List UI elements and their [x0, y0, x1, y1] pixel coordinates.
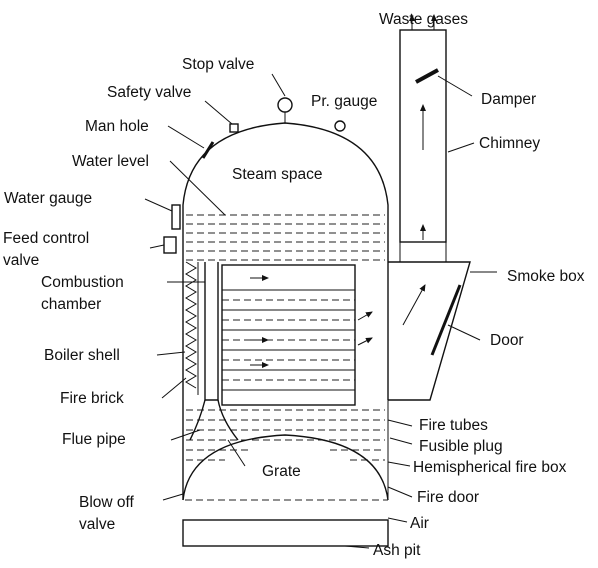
label-smoke-box: Smoke box [507, 268, 585, 285]
man-hole [201, 141, 215, 159]
label-hemispherical-fire-box: Hemispherical fire box [413, 459, 567, 476]
stop-valve [277, 97, 293, 113]
label-damper: Damper [481, 91, 536, 108]
label-blow-off-valve: valve [79, 516, 115, 533]
label-fusible-plug: Fusible plug [419, 438, 503, 455]
boiler-dome [182, 122, 389, 262]
label-man-hole: Man hole [85, 118, 149, 135]
pressure-gauge [334, 120, 346, 132]
fire-tube-bank [221, 264, 356, 406]
water-gauge-body [171, 204, 181, 230]
feed-control-valve [163, 236, 177, 254]
label-flue-pipe: Flue pipe [62, 431, 126, 448]
label-blow-off: Blow off [79, 494, 135, 511]
label-safety-valve: Safety valve [107, 84, 191, 101]
safety-valve [229, 123, 239, 133]
fire-brick-lining [185, 261, 197, 389]
smoke-box [388, 261, 471, 401]
water-dashes [186, 214, 385, 461]
label-fire-brick: Fire brick [60, 390, 124, 407]
label-grate: Grate [262, 463, 301, 480]
label-combustion: Combustion [41, 274, 124, 291]
damper [415, 68, 439, 84]
label-water-gauge: Water gauge [4, 190, 92, 207]
hemispherical-fire-box [182, 434, 389, 501]
flue-pipe [189, 399, 239, 441]
label-steam-space: Steam space [232, 166, 322, 183]
label-ash-pit: Ash pit [373, 542, 421, 559]
combustion-chamber [204, 262, 219, 401]
label-door: Door [490, 332, 524, 349]
ash-pit [182, 519, 389, 547]
label-air: Air [410, 515, 429, 532]
label-chimney: Chimney [479, 135, 540, 152]
label-pr-gauge: Pr. gauge [311, 93, 377, 110]
label-waste-gases: Waste gases [379, 11, 468, 28]
label-fire-door: Fire door [417, 489, 479, 506]
chimney [399, 29, 447, 243]
leader-lines [144, 73, 497, 549]
label-stop-valve: Stop valve [182, 56, 254, 73]
label-boiler-shell: Boiler shell [44, 347, 120, 364]
label-feed-control-valve: valve [3, 252, 39, 269]
label-water-level: Water level [72, 153, 149, 170]
label-feed-control: Feed control [3, 230, 89, 247]
label-combustion-chamber: chamber [41, 296, 101, 313]
label-fire-tubes: Fire tubes [419, 417, 488, 434]
door-line [430, 284, 462, 356]
